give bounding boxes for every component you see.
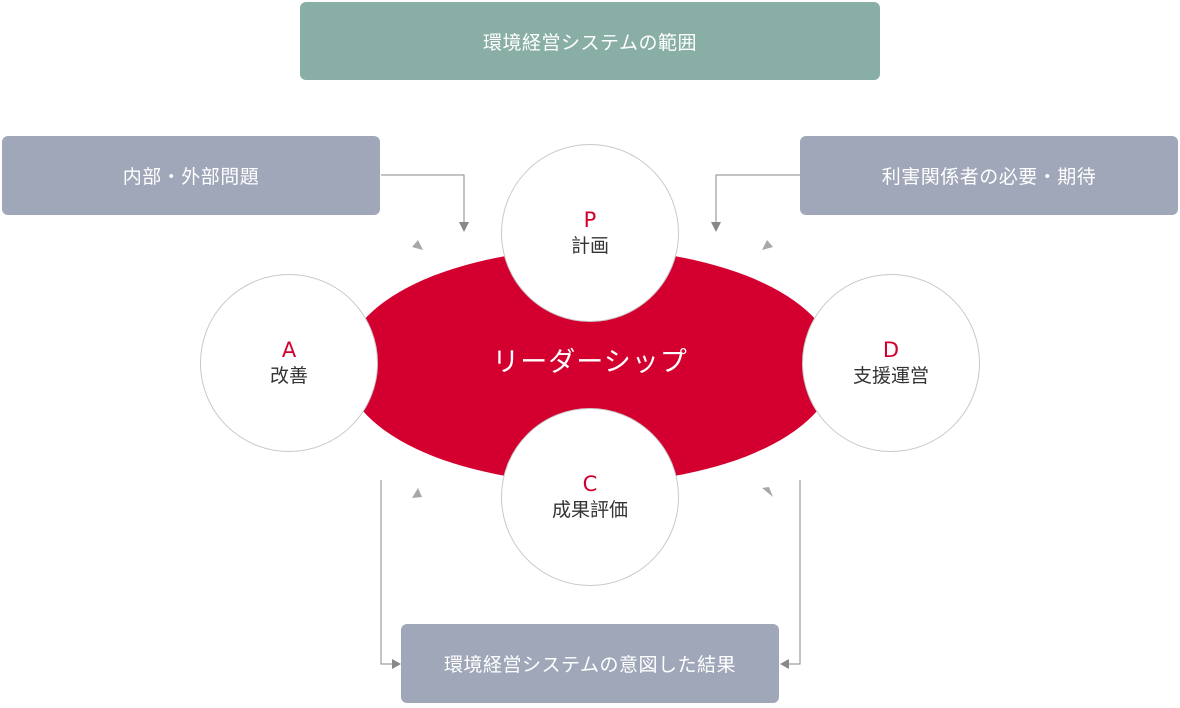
cycle-arrow-top-right — [762, 240, 773, 250]
scope-label: 環境経営システムの範囲 — [483, 31, 697, 54]
arrow-issues-to-plan — [381, 174, 465, 226]
cycle-arrow-bottom-right — [762, 487, 773, 497]
plan-circle: P 計画 — [501, 144, 679, 322]
act-circle: A 改善 — [200, 274, 378, 452]
cycle-arrow-top-left — [412, 240, 423, 250]
do-letter: D — [882, 338, 900, 362]
check-circle: C 成果評価 — [501, 408, 679, 586]
cycle-arrow-bottom-left — [412, 488, 422, 498]
scope-box: 環境経営システムの範囲 — [300, 2, 880, 80]
plan-label: 計画 — [570, 235, 609, 257]
plan-letter: P — [583, 208, 597, 232]
issues-label: 内部・外部問題 — [122, 166, 260, 188]
check-label: 成果評価 — [551, 499, 628, 521]
results-box: 環境経営システムの意図した結果 — [401, 624, 779, 703]
results-label: 環境経営システムの意図した結果 — [444, 654, 736, 676]
leadership-label: リーダーシップ — [492, 347, 688, 378]
arrowhead — [780, 659, 789, 669]
arrow-left-to-results — [380, 480, 395, 665]
arrowhead — [459, 222, 469, 232]
act-letter: A — [281, 338, 297, 362]
arrow-needs-to-plan — [715, 174, 800, 226]
issues-box: 内部・外部問題 — [2, 136, 380, 215]
arrow-right-to-results — [786, 480, 801, 665]
check-letter: C — [582, 472, 598, 496]
needs-label: 利害関係者の必要・期待 — [881, 166, 1097, 188]
do-label: 支援運営 — [852, 365, 929, 387]
do-circle: D 支援運営 — [802, 274, 980, 452]
needs-box: 利害関係者の必要・期待 — [800, 136, 1178, 215]
act-label: 改善 — [269, 365, 308, 387]
arrowhead — [711, 222, 721, 232]
arrowhead — [392, 659, 401, 669]
